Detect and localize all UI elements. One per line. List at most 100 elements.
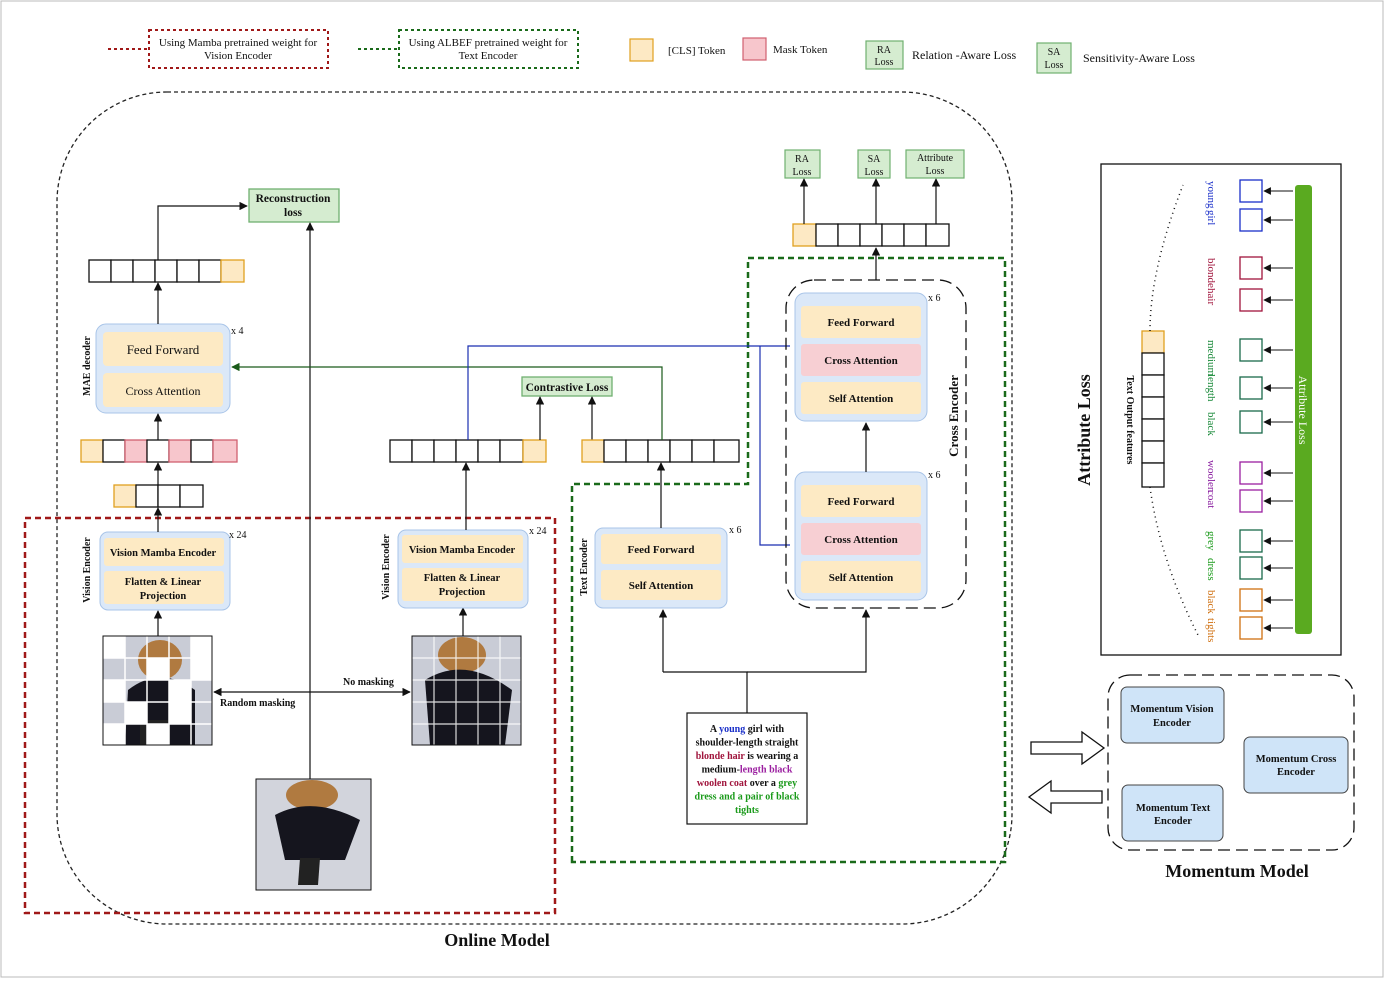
masked-person-image bbox=[102, 635, 213, 746]
attribute-token-box bbox=[1239, 461, 1263, 485]
legend-mask-swatch bbox=[742, 37, 767, 61]
attribute-token-box bbox=[1239, 410, 1263, 434]
visible-token-row bbox=[113, 484, 204, 508]
attribute-loss-title: Attribute Loss bbox=[1074, 374, 1094, 486]
cross-upper-self-attention-text: Self Attention bbox=[829, 393, 893, 405]
attribute-token-column bbox=[1239, 179, 1293, 640]
top-sa-loss-2: Loss bbox=[865, 167, 884, 178]
image-features-to-cross-encoder bbox=[467, 345, 790, 440]
mae-feed-forward-text: Feed Forward bbox=[127, 342, 200, 357]
top-attribute-loss-2: Loss bbox=[926, 166, 945, 177]
attribute-token-box bbox=[1239, 208, 1263, 232]
contrastive-loss-box bbox=[521, 376, 613, 397]
cross-lower-self-attention bbox=[801, 561, 921, 593]
flatten-text-mid-1: Flatten & Linear bbox=[424, 573, 501, 584]
caption-line: A young girl with bbox=[710, 724, 785, 735]
legend-mask-text: Mask Token bbox=[773, 44, 828, 56]
hollow-arrow-from-momentum bbox=[1027, 779, 1103, 815]
vision-mid-repeat: x 24 bbox=[529, 526, 547, 537]
legend-mamba-text-2: Vision Encoder bbox=[204, 50, 272, 62]
cross-upper-cross-attention-text: Cross Attention bbox=[824, 355, 897, 367]
flatten-text-left-2: Projection bbox=[140, 591, 187, 602]
momentum-vision-1: Momentum Vision bbox=[1130, 704, 1213, 715]
attribute-word: hair bbox=[1205, 288, 1217, 305]
attribute-word: coat bbox=[1205, 490, 1217, 508]
hollow-arrow-to-momentum bbox=[1030, 730, 1106, 766]
mae-repeat: x 4 bbox=[231, 326, 244, 337]
arrow-to-reconstruction bbox=[157, 201, 248, 260]
momentum-cross-2: Encoder bbox=[1277, 767, 1315, 778]
image-token-row bbox=[389, 439, 547, 463]
momentum-text-1: Momentum Text bbox=[1136, 803, 1211, 814]
cross-upper-self-attention bbox=[801, 382, 921, 414]
text-output-features-label: Text Output features bbox=[1124, 376, 1135, 465]
mae-decoder-label: MAE decoder bbox=[82, 336, 93, 396]
flatten-layer-mid bbox=[402, 568, 523, 601]
attribute-token-box bbox=[1239, 489, 1263, 513]
top-ra-loss-box bbox=[784, 149, 821, 179]
albef-weight-region bbox=[570, 256, 1007, 864]
legend-cls-text: [CLS] Token bbox=[668, 45, 726, 57]
flatten-layer-left bbox=[104, 571, 224, 604]
attribute-word: blonde bbox=[1205, 258, 1217, 288]
attribute-word: woolen bbox=[1205, 460, 1217, 493]
attribute-word: dress bbox=[1205, 558, 1217, 581]
legend-albef-text-2: Text Encoder bbox=[459, 50, 518, 62]
legend-sa-box-2: Loss bbox=[1045, 60, 1064, 71]
top-ra-loss-2: Loss bbox=[793, 167, 812, 178]
text-self-attention-text: Self Attention bbox=[629, 580, 693, 592]
attribute-token-box bbox=[1239, 256, 1263, 280]
caption-line: dress and a pair of black bbox=[695, 792, 800, 803]
reconstruction-loss-2: loss bbox=[284, 207, 302, 219]
contrastive-loss-text: Contrastive Loss bbox=[526, 382, 609, 394]
cross-upper-cross-attention bbox=[801, 344, 921, 376]
vision-mamba-text-left: Vision Mamba Encoder bbox=[110, 548, 217, 559]
online-model-boundary bbox=[56, 91, 1013, 925]
cross-upper-repeat: x 6 bbox=[928, 293, 941, 304]
text-self-attention-layer bbox=[601, 570, 721, 600]
cross-upper-feed-forward-text: Feed Forward bbox=[828, 317, 895, 329]
attribute-word: grey bbox=[1205, 531, 1217, 551]
image-features-to-cross-encoder-lower bbox=[759, 346, 790, 546]
momentum-vision-encoder bbox=[1120, 686, 1225, 744]
legend-mamba-box bbox=[148, 29, 329, 69]
caption-to-encoders bbox=[663, 671, 748, 713]
caption-line: tights bbox=[735, 805, 759, 816]
text-token-row bbox=[581, 439, 740, 463]
top-attribute-loss-box bbox=[905, 149, 965, 179]
attribute-token-box bbox=[1239, 288, 1263, 312]
attribute-word: young bbox=[1205, 181, 1217, 209]
attribute-token-box bbox=[1239, 179, 1263, 203]
momentum-text-2: Encoder bbox=[1154, 816, 1192, 827]
legend-ra-box-2: Loss bbox=[875, 57, 894, 68]
legend-ra-box bbox=[865, 40, 904, 70]
legend-albef-text-1: Using ALBEF pretrained weight for bbox=[409, 37, 568, 49]
attribute-word-column: younggirlblondehairmediumlengthblackwool… bbox=[1205, 181, 1217, 642]
attribute-word: black bbox=[1205, 590, 1217, 614]
text-feed-forward-layer bbox=[601, 534, 721, 564]
attribute-word: length bbox=[1205, 374, 1217, 402]
cross-lower-feed-forward-text: Feed Forward bbox=[828, 496, 895, 508]
attribute-token-box bbox=[1239, 376, 1263, 400]
attribute-word: black bbox=[1205, 412, 1217, 436]
legend-ra-text: Relation -Aware Loss bbox=[912, 48, 1017, 62]
reconstruction-loss-box bbox=[248, 188, 340, 223]
caption-line: medium-length black bbox=[702, 765, 793, 776]
input-person-image bbox=[255, 778, 372, 891]
text-output-feature-column bbox=[1141, 330, 1165, 488]
mae-feed-forward-layer bbox=[103, 332, 223, 366]
flatten-text-left-1: Flatten & Linear bbox=[125, 577, 202, 588]
text-encoder-label: Text Encoder bbox=[579, 538, 590, 596]
mamba-weight-region bbox=[23, 516, 557, 915]
top-attribute-loss-1: Attribute bbox=[917, 153, 954, 164]
mae-cross-attention-text: Cross Attention bbox=[125, 384, 200, 398]
masked-token-row bbox=[80, 439, 238, 463]
feature-spread-bottom bbox=[1149, 486, 1199, 636]
legend-cls-swatch bbox=[629, 38, 654, 62]
cross-lower-feed-forward bbox=[801, 485, 921, 517]
reconstruction-loss-1: Reconstruction bbox=[256, 193, 331, 205]
no-masking-label: No masking bbox=[343, 677, 394, 688]
legend-albef-box bbox=[398, 29, 579, 69]
top-sa-loss-1: SA bbox=[868, 154, 882, 165]
